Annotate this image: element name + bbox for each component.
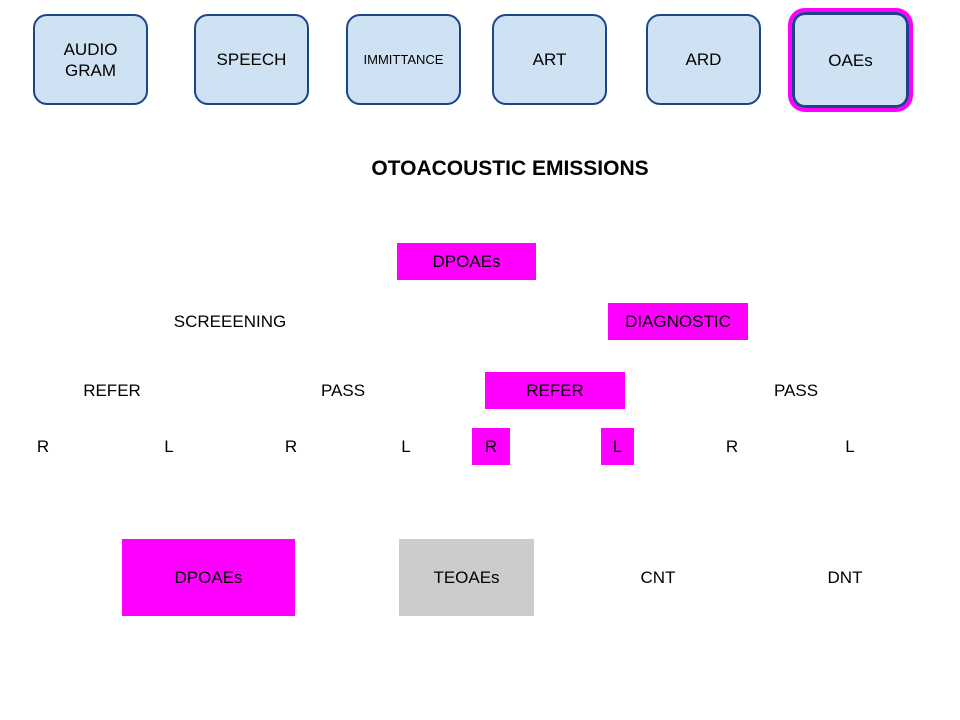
tab-art[interactable]: ART <box>492 14 607 105</box>
option-dpoaes-button[interactable]: DPOAEs <box>122 539 295 616</box>
ear-right-node[interactable]: R <box>725 437 739 456</box>
root-dpoaes-node[interactable]: DPOAEs <box>397 243 536 280</box>
ear-left-node[interactable]: L <box>601 428 634 465</box>
diagnostic-refer-node[interactable]: REFER <box>485 372 625 409</box>
ear-left-node[interactable]: L <box>164 437 174 456</box>
option-teoaes-button[interactable]: TEOAEs <box>399 539 534 616</box>
diagnostic-pass-node[interactable]: PASS <box>773 380 819 400</box>
tab-oaes[interactable]: OAEs <box>788 8 913 112</box>
tab-ard[interactable]: ARD <box>646 14 761 105</box>
diagnostic-node[interactable]: DIAGNOSTIC <box>608 303 748 340</box>
ear-right-node[interactable]: R <box>284 437 298 456</box>
screening-node[interactable]: SCREEENING <box>173 311 287 331</box>
ear-right-node[interactable]: R <box>472 428 510 465</box>
screening-pass-node[interactable]: PASS <box>320 380 366 400</box>
ear-right-node[interactable]: R <box>36 437 50 456</box>
option-cnt-button[interactable]: CNT <box>640 567 676 587</box>
ear-left-node[interactable]: L <box>401 437 411 456</box>
tab-audiogram[interactable]: AUDIO GRAM <box>33 14 148 105</box>
screening-refer-node[interactable]: REFER <box>83 380 141 400</box>
page-title: OTOACOUSTIC EMISSIONS <box>371 157 649 180</box>
option-dnt-button[interactable]: DNT <box>827 567 863 587</box>
tab-speech[interactable]: SPEECH <box>194 14 309 105</box>
ear-left-node[interactable]: L <box>845 437 855 456</box>
tab-immittance[interactable]: IMMITTANCE <box>346 14 461 105</box>
